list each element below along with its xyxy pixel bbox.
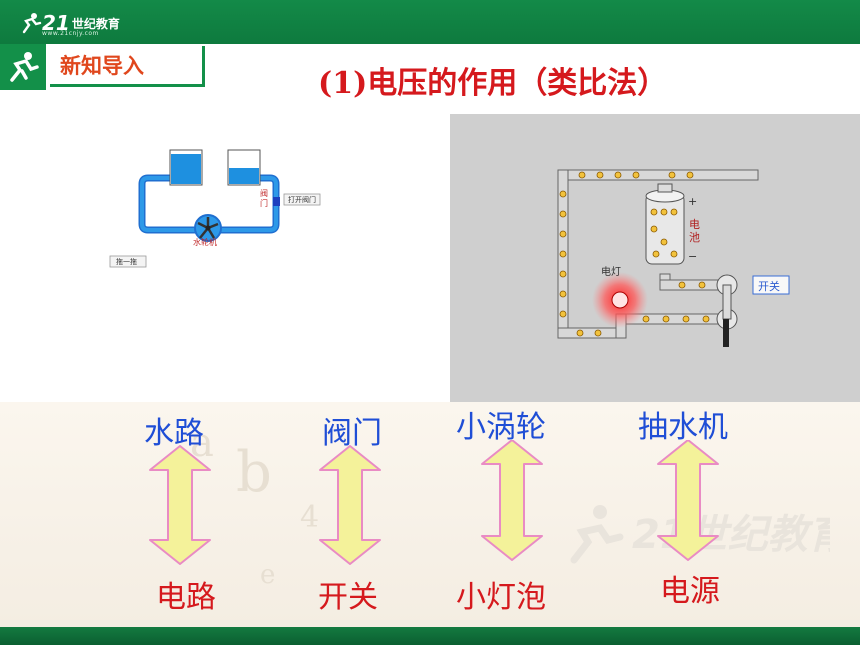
battery — [645, 183, 685, 265]
analogy-top-label: 水路 — [144, 416, 204, 451]
battery-label: 电池 — [689, 218, 700, 244]
step-button[interactable]: 拖一拖 — [116, 258, 137, 266]
decorative-watermark-letters: e — [260, 560, 276, 590]
analogy-bottom-label: 小灯泡 — [456, 580, 546, 615]
double-arrow — [481, 440, 543, 561]
double-arrow — [657, 440, 719, 561]
analogy-top-label: 小涡轮 — [456, 410, 546, 445]
turbine-wheel — [194, 214, 222, 242]
section-tab: 新知导入 — [0, 44, 210, 92]
double-arrow — [149, 445, 211, 565]
page-title: (1)电压的作用（类比法） — [318, 66, 668, 101]
analogy-bottom-label: 开关 — [318, 580, 378, 615]
runner-icon — [22, 13, 42, 34]
battery-minus-sign: − — [688, 250, 698, 263]
section-tab-icon-box — [0, 44, 46, 90]
electron-markers — [559, 171, 710, 337]
switch[interactable] — [716, 274, 738, 347]
decorative-watermark-letters: b — [236, 440, 272, 505]
analogy-background — [0, 402, 860, 627]
logo-url: www.21cnjy.com — [42, 30, 99, 37]
analogy-bottom-label: 电路 — [156, 580, 216, 615]
top-banner — [0, 0, 860, 44]
analogy-top-label: 阀门 — [322, 416, 382, 451]
switch-label[interactable]: 开关 — [758, 280, 780, 293]
runner-icon — [10, 52, 39, 82]
open-valve-button-frame — [283, 193, 321, 206]
bottom-banner — [0, 627, 860, 645]
wheel-label: 水轮机 — [193, 238, 217, 247]
analogy-top-label: 抽水机 — [638, 410, 728, 445]
decorative-watermark-letters: a — [190, 420, 214, 466]
double-arrows — [149, 440, 719, 565]
switch-label-frame — [752, 275, 790, 295]
logo-number: 21 — [42, 11, 70, 35]
analogy-bottom-label: 电源 — [660, 574, 720, 609]
lamp-bulb — [611, 291, 629, 309]
decorative-watermark-letters: 4 — [300, 500, 320, 535]
valve-label: 阀门 — [260, 189, 268, 208]
step-button-frame — [109, 255, 147, 268]
open-valve-button[interactable]: 打开阀门 — [288, 196, 316, 204]
water-circuit-diagram — [109, 149, 321, 268]
section-label: 新知导入 — [60, 54, 144, 78]
lamp-label: 电灯 — [601, 267, 621, 278]
section-tab-frame — [50, 46, 205, 87]
logo-text: 世纪教育 — [71, 16, 120, 31]
valve[interactable] — [273, 197, 280, 206]
electric-circuit-diagram — [557, 169, 790, 347]
brand-logo: 21 世纪教育 www.21cnjy.com — [20, 8, 120, 38]
battery-plus-sign: + — [688, 195, 698, 208]
double-arrow — [319, 445, 381, 565]
